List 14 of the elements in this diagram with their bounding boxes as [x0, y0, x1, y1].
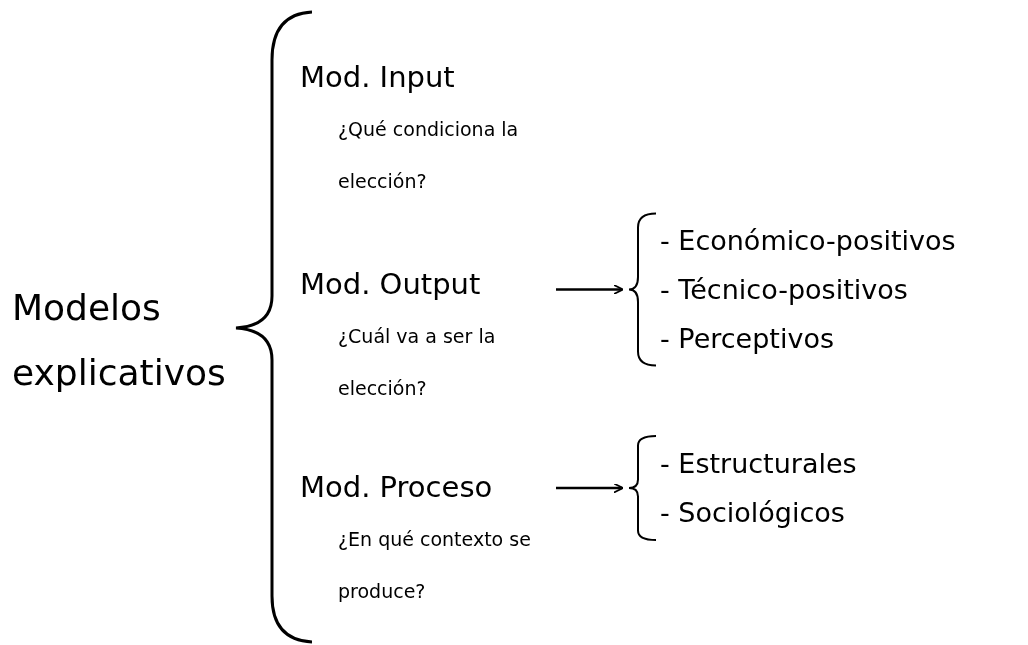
list-item: - Técnico-positivos — [660, 273, 909, 307]
list-item: - Estructurales — [660, 447, 857, 481]
model-heading: Mod. Input — [300, 59, 455, 96]
list-item: - Perceptivos — [660, 322, 835, 356]
model-heading: Mod. Proceso — [300, 469, 493, 506]
list-item: - Económico-positivos — [660, 224, 956, 258]
model-question: ¿Qué condiciona la elección? — [337, 117, 520, 194]
root-label: Modelos explicativos — [12, 286, 227, 395]
model-question: ¿Cuál va a ser la elección? — [337, 324, 497, 401]
model-heading: Mod. Output — [300, 266, 481, 303]
model-question: ¿En qué contexto se produce? — [337, 527, 532, 604]
arrow — [556, 284, 624, 295]
arrow — [556, 482, 624, 494]
list-item: - Sociológicos — [660, 496, 846, 530]
